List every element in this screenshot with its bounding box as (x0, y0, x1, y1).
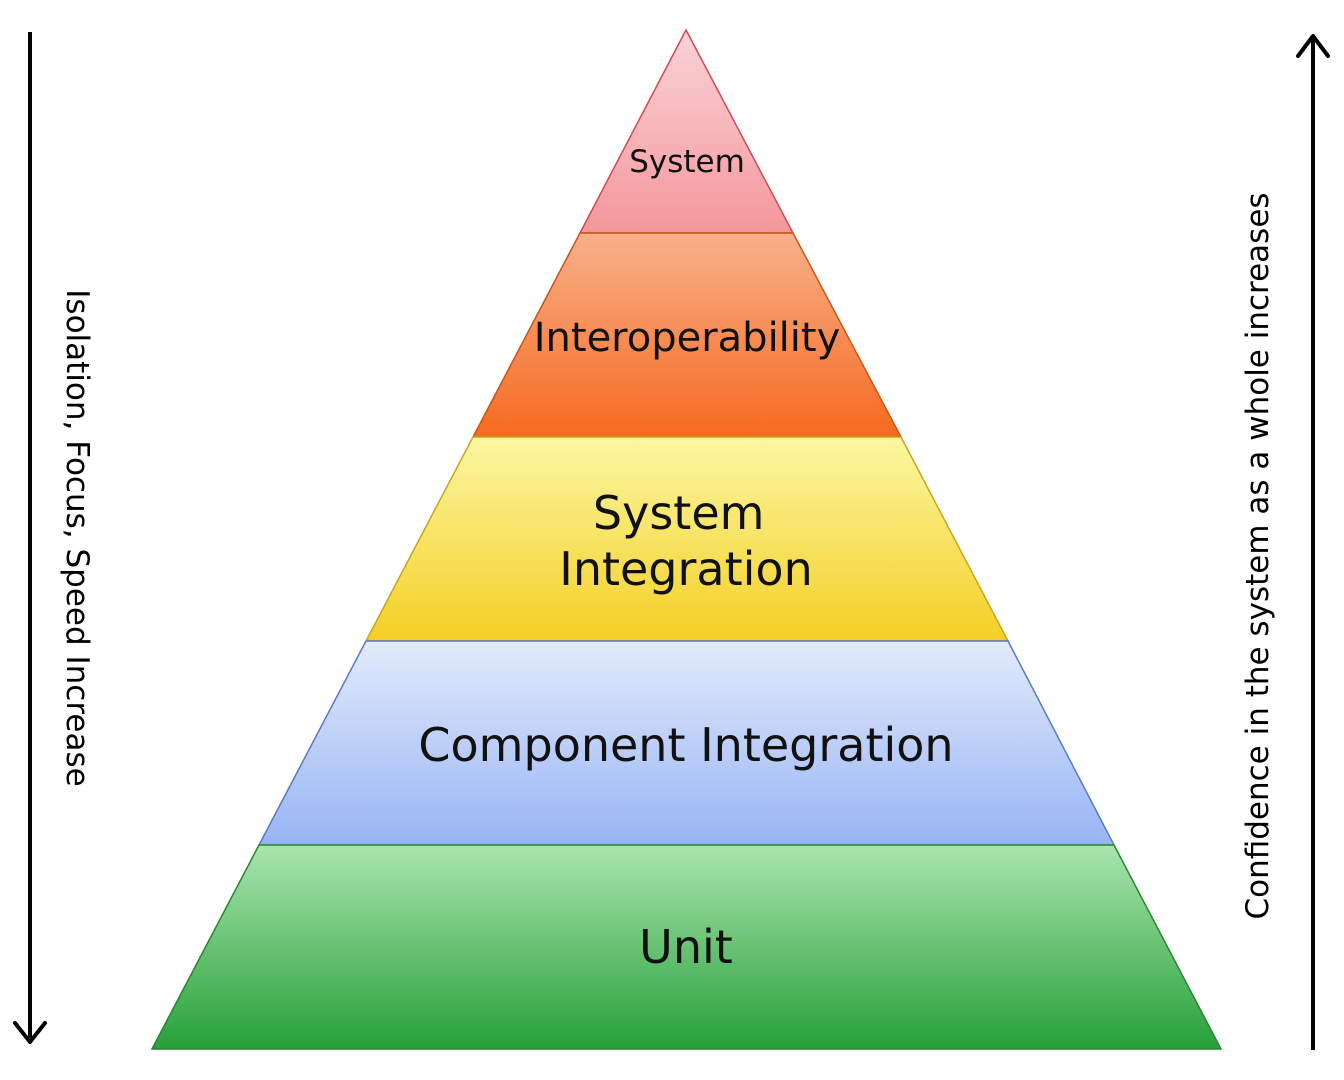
tier-system-integration: System Integration (364, 436, 1010, 642)
tier-component-integration-label: Component Integration (418, 718, 953, 772)
tier-interoperability-label: Interoperability (534, 315, 841, 361)
tier-system-shape (578, 28, 795, 234)
left-axis: Isolation, Focus, Speed Increase (13, 32, 95, 1044)
tier-component-integration: Component Integration (257, 640, 1116, 846)
left-axis-arrowhead (13, 1021, 47, 1044)
tier-system-label: System (629, 144, 745, 180)
left-axis-label: Isolation, Focus, Speed Increase (59, 289, 95, 786)
right-axis-label: Confidence in the system as a whole incr… (1240, 192, 1276, 919)
tier-unit-label: Unit (639, 920, 733, 974)
tier-system-integration-label: System Integration (559, 486, 812, 596)
right-axis: Confidence in the system as a whole incr… (1240, 34, 1330, 1050)
pyramid: System Interoperability System Integrati… (150, 28, 1223, 1050)
tier-unit: Unit (150, 844, 1223, 1050)
right-axis-arrowhead (1296, 34, 1330, 58)
tier-unit-shape (150, 844, 1223, 1050)
tier-system: System (578, 28, 795, 234)
tier-interoperability: Interoperability (471, 232, 903, 438)
